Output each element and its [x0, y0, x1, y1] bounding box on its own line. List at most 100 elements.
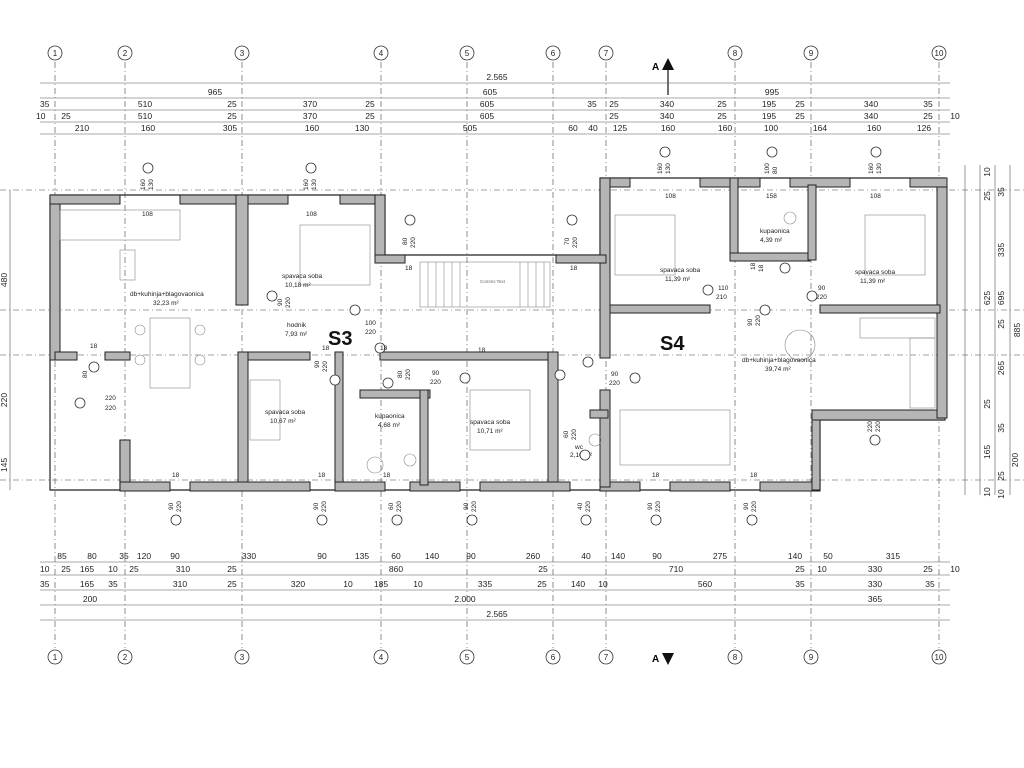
dim-label: 140	[571, 579, 585, 589]
room-name: kupaonica	[760, 228, 790, 235]
door-dim: 220	[571, 429, 578, 440]
axis-label: 8	[733, 653, 738, 662]
door-dim: 220	[405, 369, 412, 380]
dim-label: 25	[537, 579, 547, 589]
dim-label: 305	[223, 123, 237, 133]
dim-label: 2.565	[486, 609, 508, 619]
section-marker-bottom: A	[652, 653, 674, 665]
dim-label: 35	[795, 579, 805, 589]
dim-label: 100	[764, 123, 778, 133]
dim-label: 35	[40, 99, 50, 109]
dimension-lines-top: 2.565 965 605 995 35 510 25 370 25 605 3…	[36, 72, 960, 135]
dim-label: 210	[75, 123, 89, 133]
dim-label: 25	[365, 99, 375, 109]
dim-label: 340	[864, 111, 878, 121]
dim-label: 35	[925, 579, 935, 589]
dim-label: 80	[87, 551, 97, 561]
dim-label: 140	[611, 551, 625, 561]
door-dim: 90	[314, 360, 321, 368]
axis-bubbles-bottom: 1 2 3 4 5 6 7 8 9 10	[47, 649, 947, 665]
dim-label: 25	[923, 564, 933, 574]
dim-label: 10	[982, 487, 992, 497]
room-name: hodnik	[287, 322, 307, 329]
dim-label: 25	[227, 579, 237, 589]
dim-label: 265	[996, 361, 1006, 375]
dim-label: 60	[568, 123, 578, 133]
room-area: 10,67 m²	[270, 418, 296, 425]
dim-label: 220	[0, 393, 9, 407]
dim-label: 165	[80, 579, 94, 589]
dim-label: 126	[917, 123, 931, 133]
dim-label: 995	[765, 87, 779, 97]
door-dim: 210	[716, 294, 727, 301]
wall-dim: 18	[478, 347, 486, 354]
window-dim: 40	[577, 502, 584, 510]
dim-label: 185	[374, 579, 388, 589]
dim-label: 25	[717, 99, 727, 109]
door-dim: 110	[718, 285, 729, 292]
window-dim: 220	[655, 501, 662, 512]
wall-dim: 18	[383, 472, 391, 479]
dim-label: 10	[996, 489, 1006, 499]
dim-label: 25	[227, 111, 237, 121]
dim-label: 90	[652, 551, 662, 561]
door-dim: 80	[82, 370, 89, 378]
dim-label: 315	[886, 551, 900, 561]
room-area: 10,71 m²	[477, 428, 503, 435]
dim-label: 35	[119, 551, 129, 561]
dim-label: 695	[996, 291, 1006, 305]
wall-dim: 18	[652, 472, 660, 479]
dimension-lines-bottom: 85 80 35 120 90 330 90 135 60 140 90 260…	[40, 551, 960, 621]
window-markers-top: 160 130 108 160 130 108 160 130 108 100 …	[140, 146, 883, 218]
door-dim: 70	[564, 237, 571, 245]
dim-label: 480	[0, 273, 9, 287]
apartment-label-s4: S4	[660, 333, 685, 355]
window-dim: 90	[313, 502, 320, 510]
axis-label: 9	[809, 653, 814, 662]
door-markers: 80 220 70 220 90 220 100 220 90 220 90 2…	[74, 214, 882, 479]
window-dim: 130	[665, 163, 672, 174]
axis-label: 7	[604, 49, 609, 58]
dim-label: 320	[291, 579, 305, 589]
dim-label: 25	[982, 191, 992, 201]
door-dim: 80	[402, 237, 409, 245]
dim-label: 90	[466, 551, 476, 561]
window-dim: 130	[876, 163, 883, 174]
dim-label: 335	[996, 243, 1006, 257]
dim-label: 365	[868, 594, 882, 604]
window-dim: 90	[463, 502, 470, 510]
section-label: A	[652, 654, 659, 665]
dim-label: 35	[108, 579, 118, 589]
dim-label: 120	[137, 551, 151, 561]
dim-label: 10	[950, 564, 960, 574]
dim-label: 25	[61, 564, 71, 574]
axis-label: 5	[465, 653, 470, 662]
window-dim: 90	[647, 502, 654, 510]
door-dim: 220	[875, 421, 882, 432]
dimension-lines-left: 480 220 145	[0, 190, 11, 490]
dim-label: 25	[609, 99, 619, 109]
dim-label: 50	[823, 551, 833, 561]
dim-label: 10	[817, 564, 827, 574]
dim-label: 160	[718, 123, 732, 133]
wall-dim: 18	[570, 265, 578, 272]
door-dim: 60	[563, 430, 570, 438]
window-dim: 100	[764, 163, 771, 174]
dim-label: 25	[795, 564, 805, 574]
dim-label: 860	[389, 564, 403, 574]
axis-label: 4	[379, 49, 384, 58]
dim-label: 885	[1012, 323, 1022, 337]
window-dim: 130	[148, 179, 155, 190]
dim-label: 35	[923, 99, 933, 109]
wall-dim: 18	[318, 472, 326, 479]
dim-label: 40	[588, 123, 598, 133]
dim-label: 25	[795, 99, 805, 109]
wall-dim: 18	[322, 345, 330, 352]
room-area: 39,74 m²	[765, 366, 791, 373]
dim-label: 25	[795, 111, 805, 121]
dim-label: 275	[713, 551, 727, 561]
door-dim: 220	[365, 329, 376, 336]
room-name: spavaca soba	[470, 419, 510, 426]
dim-label: 340	[864, 99, 878, 109]
